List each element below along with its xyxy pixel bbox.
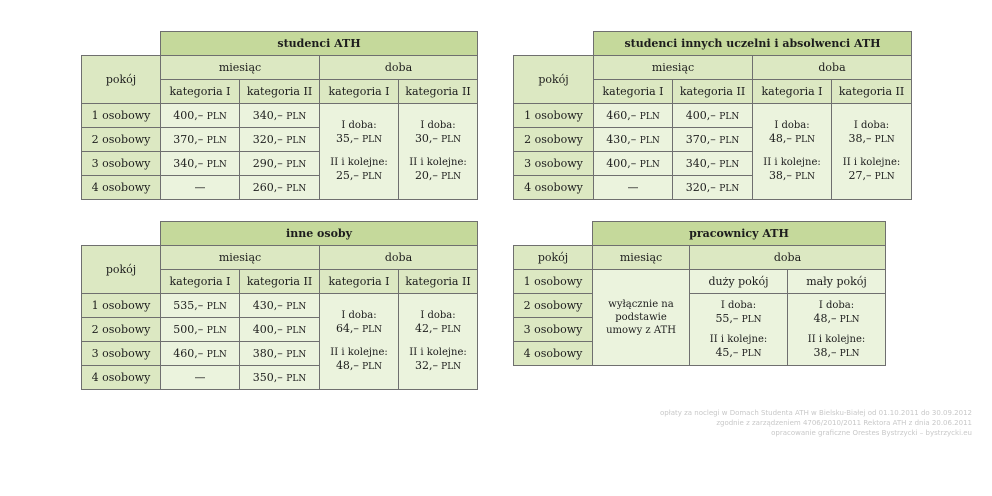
table-row: 3 osobowy 400,– PLN 340,– PLN (513, 151, 912, 176)
room-type: 1 osobowy (513, 269, 593, 294)
doba-price-kategoria-1: I doba: 64,– PLN II i kolejne: 48,– PLN (319, 293, 399, 390)
table-row: 1 osobowy 400,– PLN 340,– PLN I doba: 35… (81, 103, 478, 200)
table-title: pracownicy ATH (591, 221, 887, 246)
price-cell: 460,– PLN (160, 341, 240, 366)
header-pokoj: pokój (81, 55, 161, 104)
room-type: 4 osobowy (513, 341, 593, 366)
table-title: studenci innych uczelni i absolwenci ATH (592, 31, 913, 56)
header-pokoj: pokój (81, 245, 161, 294)
table-row: 1 osobowy 460,– PLN 400,– PLN I doba: 48… (513, 103, 913, 200)
price-cell: — (160, 175, 240, 200)
header-miesiac: miesiąc (592, 245, 690, 270)
table-row: 4 osobowy — 320,– PLN (513, 175, 912, 200)
room-type: 1 osobowy (81, 103, 161, 128)
table-title: studenci ATH (160, 31, 478, 56)
room-type: 2 osobowy (513, 127, 594, 152)
price-cell: 400,– PLN (672, 103, 753, 128)
header-kategoria-1: kategoria I (593, 79, 673, 104)
header-doba: doba (318, 245, 479, 270)
header-doba-kategoria-2: kategoria II (397, 269, 479, 294)
price-cell: 340,– PLN (160, 151, 240, 176)
room-type: 2 osobowy (513, 293, 593, 318)
doba-price-kategoria-2: I doba: 42,– PLN II i kolejne: 32,– PLN (397, 293, 479, 390)
header-doba: doba (688, 245, 887, 270)
header-doba-kategoria-1: kategoria I (752, 79, 832, 104)
doba-price-kategoria-1: I doba: 35,– PLN II i kolejne: 25,– PLN (319, 103, 399, 200)
price-cell: 350,– PLN (239, 365, 320, 390)
doba-price-kategoria-1: I doba: 48,– PLN II i kolejne: 38,– PLN (752, 103, 832, 200)
header-doba-kategoria-1: kategoria I (319, 269, 399, 294)
price-cell: 290,– PLN (239, 151, 320, 176)
table-row: 3 osobowy 460,– PLN 380,– PLN (81, 341, 478, 366)
header-doba-kategoria-2: kategoria II (398, 79, 478, 104)
miesiac-note: wyłącznie na podstawie umowy z ATH (592, 269, 690, 366)
price-cell: 340,– PLN (239, 103, 320, 128)
header-doba-kategoria-2: kategoria II (830, 79, 913, 104)
header-doba-kategoria-1: kategoria I (319, 79, 399, 104)
price-cell: 400,– PLN (593, 151, 673, 176)
price-cell: 380,– PLN (239, 341, 320, 366)
room-type: 3 osobowy (81, 151, 161, 176)
header-duzy-pokoj: duży pokój (689, 269, 788, 294)
room-type: 4 osobowy (81, 365, 161, 390)
price-cell: 535,– PLN (160, 293, 240, 318)
doba-price-kategoria-2: I doba: 38,– PLN II i kolejne: 27,– PLN (830, 103, 913, 200)
table-row: 2 osobowy 500,– PLN 400,– PLN (81, 317, 478, 342)
room-type: 3 osobowy (513, 317, 593, 342)
table-row: 4 osobowy — 350,– PLN (81, 365, 478, 390)
header-kategoria-1: kategoria I (160, 269, 240, 294)
header-kategoria-2: kategoria II (672, 79, 753, 104)
header-doba: doba (319, 55, 478, 80)
footer-line: opracowanie graficzne Orestes Bystrzycki… (771, 429, 972, 437)
price-cell: 500,– PLN (160, 317, 240, 342)
footer-note: opłaty za noclegi w Domach Studenta ATH … (660, 408, 972, 438)
room-type: 3 osobowy (81, 341, 161, 366)
table-inne-osoby: inne osoby pokój miesiąc doba kategoria … (81, 221, 479, 390)
header-doba: doba (751, 55, 913, 80)
table-row: 2 osobowy 430,– PLN 370,– PLN (513, 127, 912, 152)
price-cell: 340,– PLN (672, 151, 753, 176)
table-title: inne osoby (159, 221, 479, 246)
doba-price-duzy: I doba: 55,– PLN II i kolejne: 45,– PLN (689, 293, 788, 366)
header-maly-pokoj: mały pokój (786, 269, 887, 294)
table-pracownicy-ath: pracownicy ATH pokój miesiąc doba 1 osob… (513, 221, 887, 366)
header-miesiac: miesiąc (593, 55, 753, 80)
price-cell: 430,– PLN (593, 127, 673, 152)
header-kategoria-2: kategoria II (239, 269, 320, 294)
table-studenci-innych-uczelni: studenci innych uczelni i absolwenci ATH… (513, 31, 913, 200)
room-type: 1 osobowy (513, 103, 594, 128)
header-miesiac: miesiąc (160, 245, 320, 270)
price-cell: 400,– PLN (160, 103, 240, 128)
table-row: 2 osobowy 370,– PLN 320,– PLN (81, 127, 478, 152)
header-pokoj: pokój (513, 245, 593, 270)
table-studenci-ath: studenci ATH pokój miesiąc doba kategori… (81, 31, 478, 200)
table-row: 4 osobowy — 260,– PLN (81, 175, 478, 200)
header-kategoria-2: kategoria II (239, 79, 320, 104)
room-type: 2 osobowy (81, 127, 161, 152)
header-kategoria-1: kategoria I (160, 79, 240, 104)
price-cell: — (160, 365, 240, 390)
price-cell: 400,– PLN (239, 317, 320, 342)
room-type: 4 osobowy (81, 175, 161, 200)
room-type: 2 osobowy (81, 317, 161, 342)
table-row: 3 osobowy 340,– PLN 290,– PLN (81, 151, 478, 176)
room-type: 4 osobowy (513, 175, 594, 200)
room-type: 3 osobowy (513, 151, 594, 176)
footer-line: opłaty za noclegi w Domach Studenta ATH … (660, 409, 972, 417)
doba-price-kategoria-2: I doba: 30,– PLN II i kolejne: 20,– PLN (398, 103, 478, 200)
price-cell: 260,– PLN (239, 175, 320, 200)
price-cell: 370,– PLN (160, 127, 240, 152)
doba-price-maly: I doba: 48,– PLN II i kolejne: 38,– PLN (786, 293, 887, 366)
room-type: 1 osobowy (81, 293, 161, 318)
price-cell: 370,– PLN (672, 127, 753, 152)
footer-line: zgodnie z zarządzeniem 4706/2010/2011 Re… (716, 419, 972, 427)
price-cell: — (593, 175, 673, 200)
header-miesiac: miesiąc (160, 55, 320, 80)
price-cell: 320,– PLN (239, 127, 320, 152)
price-cell: 460,– PLN (593, 103, 673, 128)
price-cell: 320,– PLN (672, 175, 753, 200)
table-row: 1 osobowy 535,– PLN 430,– PLN I doba: 64… (81, 293, 479, 390)
price-cell: 430,– PLN (239, 293, 320, 318)
header-pokoj: pokój (513, 55, 594, 104)
